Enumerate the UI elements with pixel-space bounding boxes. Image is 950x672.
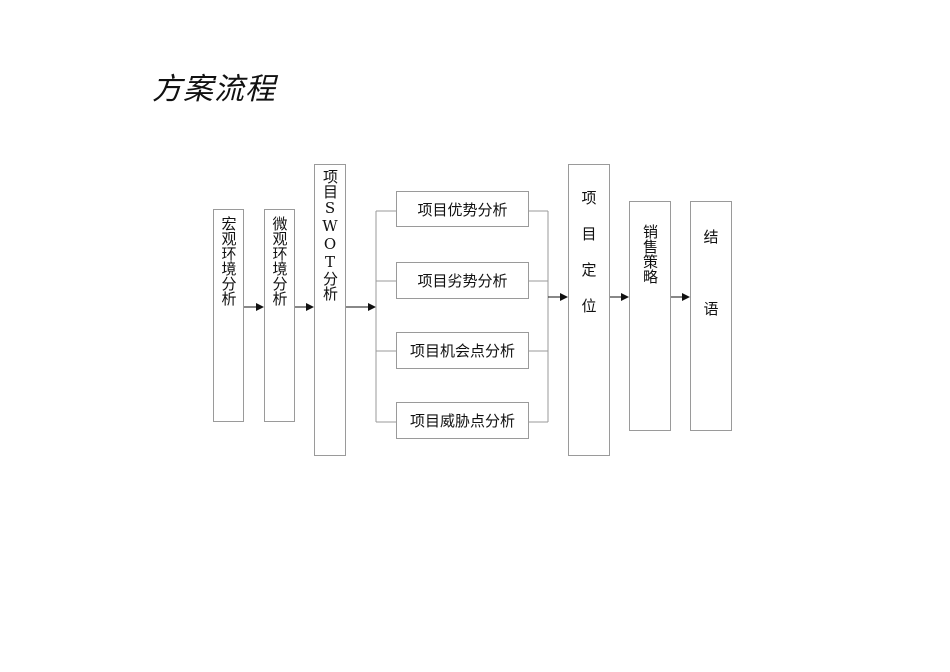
node-threat-label: 项目威胁点分析	[409, 412, 515, 430]
node-weakness-analysis: 项目劣势分析	[396, 262, 529, 299]
node-strength-analysis: 项目优势分析	[396, 191, 529, 227]
page-title: 方案流程	[152, 72, 276, 107]
node-sales-label: 销售策略	[641, 224, 659, 284]
node-macro-analysis: 宏观环境分析	[213, 209, 244, 422]
node-micro-label: 微观环境分析	[270, 216, 289, 306]
node-opportunity-analysis: 项目机会点分析	[396, 332, 529, 369]
node-macro-label: 宏观环境分析	[219, 216, 238, 306]
node-strength-label: 项目优势分析	[417, 200, 508, 219]
node-swot-label: 项目SWOT分析	[321, 169, 339, 301]
node-weakness-label: 项目劣势分析	[417, 272, 508, 290]
node-project-positioning: 项 目 定 位	[568, 164, 610, 456]
node-micro-analysis: 微观环境分析	[264, 209, 295, 422]
node-conclusion: 结 语	[690, 201, 732, 431]
node-threat-analysis: 项目威胁点分析	[396, 402, 529, 439]
node-opportunity-label: 项目机会点分析	[409, 342, 515, 360]
node-sales-strategy: 销售策略	[629, 201, 671, 431]
node-swot-analysis: 项目SWOT分析	[314, 164, 346, 456]
node-conclusion-label: 结 语	[703, 228, 719, 318]
node-positioning-label: 项 目 定 位	[581, 189, 597, 315]
